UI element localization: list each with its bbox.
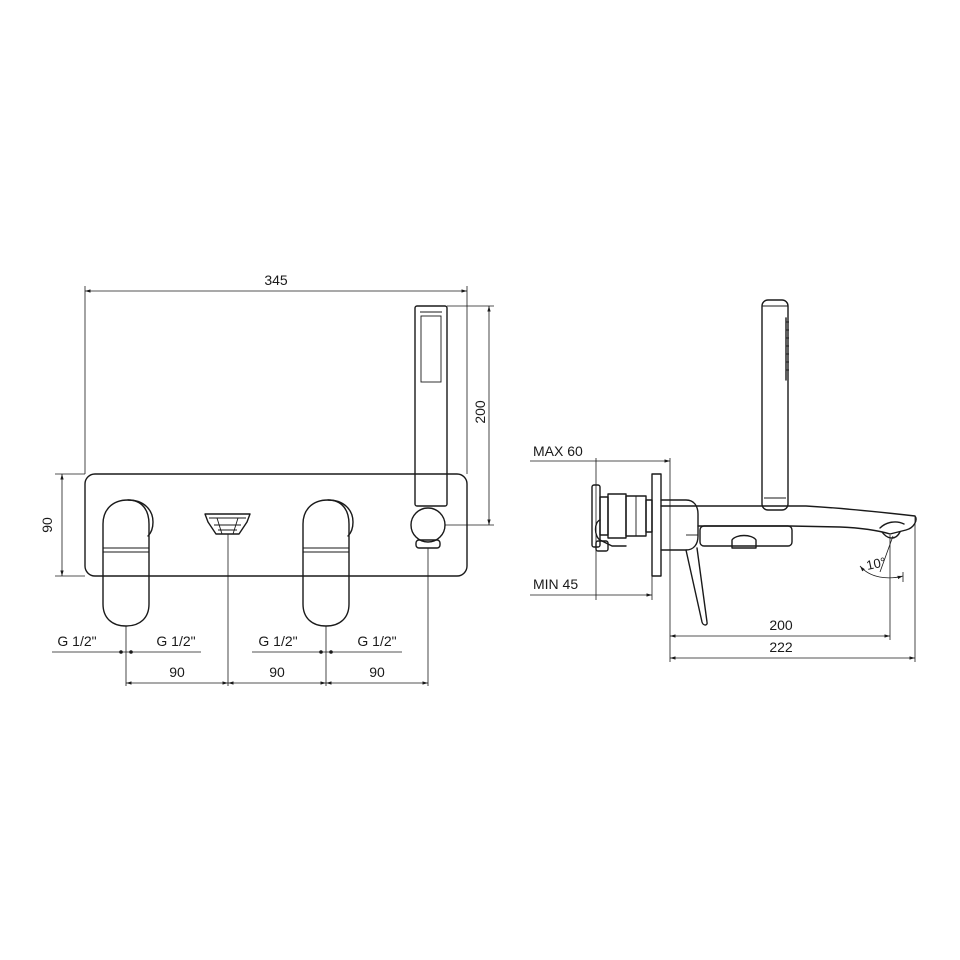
label-spacing-3: 90	[369, 664, 385, 680]
wall-plate-section	[651, 473, 662, 577]
left-lever-handle	[102, 499, 154, 627]
label-thread-1: G 1/2"	[57, 633, 96, 649]
label-thread-2: G 1/2"	[156, 633, 195, 649]
label-shower-height: 200	[472, 400, 488, 424]
side-view: MAX 60 MIN 45 200 222 10°	[530, 299, 917, 662]
label-total-projection: 222	[769, 639, 793, 655]
front-view: 345 200 90 G 1/2" G 1/2" G 1/2" G 1/2" 9…	[39, 272, 494, 686]
concealed-body	[591, 484, 653, 552]
label-thread-3: G 1/2"	[258, 633, 297, 649]
label-angle: 10°	[865, 554, 887, 573]
shower-holder	[410, 507, 446, 543]
label-max-depth: MAX 60	[533, 443, 583, 459]
diverter-knob	[204, 513, 251, 535]
wall-plate	[84, 473, 468, 577]
label-thread-4: G 1/2"	[357, 633, 396, 649]
label-overall-width: 345	[264, 272, 288, 288]
label-spacing-2: 90	[269, 664, 285, 680]
hand-shower-side	[761, 299, 789, 511]
mixer-body-side	[660, 499, 708, 626]
hand-shower	[410, 305, 448, 549]
label-min-depth: MIN 45	[533, 576, 578, 592]
right-lever-handle	[302, 499, 354, 627]
spout-side	[660, 505, 917, 549]
label-plate-height: 90	[39, 517, 55, 533]
label-spacing-1: 90	[169, 664, 185, 680]
angle-arc	[859, 565, 904, 580]
thread-markers	[119, 650, 333, 654]
front-extension-lines	[52, 286, 494, 686]
side-extension-lines	[595, 458, 916, 662]
label-spout-length: 200	[769, 617, 793, 633]
